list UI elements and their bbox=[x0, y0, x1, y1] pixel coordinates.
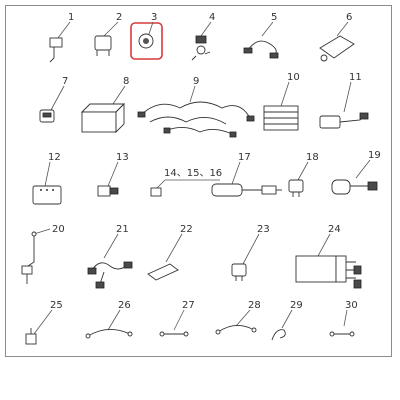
part-11[interactable]: 11 bbox=[319, 72, 369, 129]
diagram-frame bbox=[5, 5, 392, 357]
part-20[interactable]: 20 bbox=[21, 224, 65, 284]
part-26[interactable]: 26 bbox=[85, 300, 133, 339]
part-label: 20 bbox=[52, 224, 65, 235]
part-22[interactable]: 22 bbox=[147, 224, 193, 281]
part-3[interactable]: 3 bbox=[138, 12, 157, 49]
part-label: 26 bbox=[118, 300, 131, 311]
part-4[interactable]: 4 bbox=[191, 12, 215, 61]
part-10[interactable]: 10 bbox=[263, 72, 300, 131]
part-label: 5 bbox=[271, 12, 277, 23]
part-14-15-16[interactable]: 14、15、16 bbox=[150, 168, 222, 197]
part-label: 3 bbox=[151, 12, 157, 23]
part-19[interactable]: 19 bbox=[331, 150, 381, 195]
part-24[interactable]: 24 bbox=[295, 224, 362, 289]
part-25[interactable]: 25 bbox=[25, 300, 63, 345]
part-label: 13 bbox=[116, 152, 129, 163]
part-label: 25 bbox=[50, 300, 63, 311]
part-18[interactable]: 18 bbox=[288, 152, 319, 197]
part-13[interactable]: 13 bbox=[97, 152, 129, 197]
part-27[interactable]: 27 bbox=[159, 300, 195, 337]
part-label: 9 bbox=[193, 76, 199, 87]
part-30[interactable]: 30 bbox=[329, 300, 358, 337]
part-label: 7 bbox=[62, 76, 68, 87]
part-label: 30 bbox=[345, 300, 358, 311]
part-label: 19 bbox=[368, 150, 381, 161]
part-label: 18 bbox=[306, 152, 319, 163]
part-label: 1 bbox=[68, 12, 74, 23]
part-6[interactable]: 6 bbox=[319, 12, 355, 62]
part-7[interactable]: 7 bbox=[39, 76, 68, 123]
part-label: 6 bbox=[346, 12, 352, 23]
part-label: 22 bbox=[180, 224, 193, 235]
part-28[interactable]: 28 bbox=[215, 300, 261, 335]
part-12[interactable]: 12 bbox=[32, 152, 62, 205]
part-label: 14、15、16 bbox=[164, 168, 222, 179]
part-17[interactable]: 17 bbox=[211, 152, 282, 197]
part-label: 11 bbox=[349, 72, 362, 83]
part-9[interactable]: 9 bbox=[137, 76, 255, 138]
part-label: 2 bbox=[116, 12, 122, 23]
part-label: 21 bbox=[116, 224, 129, 235]
part-label: 23 bbox=[257, 224, 270, 235]
part-29[interactable]: 29 bbox=[271, 300, 303, 341]
part-8[interactable]: 8 bbox=[80, 76, 129, 134]
part-23[interactable]: 23 bbox=[231, 224, 270, 281]
part-1[interactable]: 1 bbox=[49, 12, 74, 63]
part-2[interactable]: 2 bbox=[94, 12, 122, 56]
part-label: 24 bbox=[328, 224, 341, 235]
selected-part-highlight bbox=[130, 22, 163, 60]
part-label: 28 bbox=[248, 300, 261, 311]
part-label: 17 bbox=[238, 152, 251, 163]
part-label: 12 bbox=[48, 152, 61, 163]
part-label: 4 bbox=[209, 12, 215, 23]
part-label: 27 bbox=[182, 300, 195, 311]
part-5[interactable]: 5 bbox=[243, 12, 279, 59]
part-label: 8 bbox=[123, 76, 129, 87]
part-label: 29 bbox=[290, 300, 303, 311]
part-label: 10 bbox=[287, 72, 300, 83]
part-21[interactable]: 21 bbox=[87, 224, 133, 289]
